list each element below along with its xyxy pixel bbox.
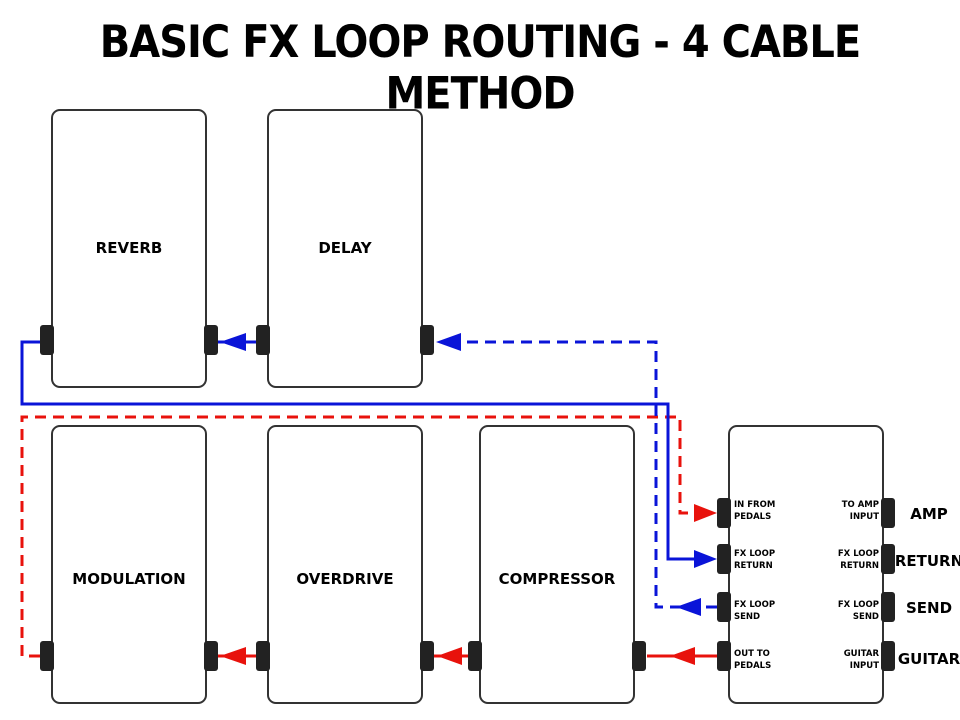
- amp-send-label-2: SEND: [853, 612, 879, 622]
- modulation-input-jack[interactable]: [40, 641, 54, 671]
- fx-loop-return-jack[interactable]: [717, 544, 731, 574]
- amp-fx-loop-send-jack[interactable]: [881, 592, 895, 622]
- return-label: RETURN: [895, 552, 960, 570]
- compressor-pedal[interactable]: COMPRESSOR: [468, 425, 646, 704]
- to-amp-input-label-1: TO AMP: [842, 500, 879, 510]
- reverb-input-jack[interactable]: [40, 325, 54, 355]
- out-to-pedals-label-1: OUT TO: [734, 649, 770, 659]
- overdrive-pedal[interactable]: OVERDRIVE: [256, 425, 434, 704]
- overdrive-output-jack[interactable]: [256, 641, 270, 671]
- modulation-output-jack[interactable]: [204, 641, 218, 671]
- reverb-output-jack[interactable]: [204, 325, 218, 355]
- reverb-label: REVERB: [96, 239, 163, 257]
- guitar-label: GUITAR: [898, 650, 960, 668]
- to-amp-input-jack[interactable]: [881, 498, 895, 528]
- cable-delay-to-reverb: [218, 333, 256, 351]
- delay-output-jack[interactable]: [256, 325, 270, 355]
- reverb-pedal[interactable]: REVERB: [40, 109, 218, 388]
- cable-send-to-delay: [436, 333, 717, 616]
- delay-label: DELAY: [318, 239, 372, 257]
- diagram-title: BASIC FX LOOP ROUTING - 4 CABLE METHOD: [99, 16, 861, 120]
- cable-out-to-compressor: [647, 647, 717, 665]
- amp-send-label-1: FX LOOP: [838, 600, 879, 610]
- to-amp-input-label-2: INPUT: [850, 512, 879, 522]
- amp-return-label-1: FX LOOP: [838, 549, 879, 559]
- loop-switcher[interactable]: IN FROM PEDALS FX LOOP RETURN FX LOOP SE…: [717, 425, 895, 704]
- cable-overdrive-to-modulation: [218, 647, 256, 665]
- fx-loop-return-label-1: FX LOOP: [734, 549, 775, 559]
- cable-compressor-to-overdrive: [434, 647, 468, 665]
- in-from-pedals-label-1: IN FROM: [734, 500, 775, 510]
- delay-input-jack[interactable]: [420, 325, 434, 355]
- cable-modulation-to-in-from-pedals: [20, 415, 717, 658]
- fx-loop-send-label-2: SEND: [734, 612, 760, 622]
- guitar-input-label-1: GUITAR: [844, 649, 880, 659]
- fx-loop-send-label-1: FX LOOP: [734, 600, 775, 610]
- fx-loop-send-jack[interactable]: [717, 592, 731, 622]
- modulation-label: MODULATION: [72, 570, 185, 588]
- send-label: SEND: [906, 599, 952, 617]
- compressor-output-jack[interactable]: [468, 641, 482, 671]
- amp-return-label-2: RETURN: [840, 561, 879, 571]
- in-from-pedals-jack[interactable]: [717, 498, 731, 528]
- in-from-pedals-label-2: PEDALS: [734, 512, 771, 522]
- out-to-pedals-jack[interactable]: [717, 641, 731, 671]
- cable-reverb-to-return: [20, 340, 717, 568]
- overdrive-label: OVERDRIVE: [296, 570, 393, 588]
- modulation-pedal[interactable]: MODULATION: [40, 425, 218, 704]
- compressor-label: COMPRESSOR: [499, 570, 616, 588]
- amp-label: AMP: [910, 505, 948, 523]
- overdrive-input-jack[interactable]: [420, 641, 434, 671]
- fx-loop-return-label-2: RETURN: [734, 561, 773, 571]
- guitar-input-jack[interactable]: [881, 641, 895, 671]
- guitar-input-label-2: INPUT: [850, 661, 879, 671]
- delay-pedal[interactable]: DELAY: [256, 109, 434, 388]
- compressor-input-jack[interactable]: [632, 641, 646, 671]
- out-to-pedals-label-2: PEDALS: [734, 661, 771, 671]
- amp-fx-loop-return-jack[interactable]: [881, 544, 895, 574]
